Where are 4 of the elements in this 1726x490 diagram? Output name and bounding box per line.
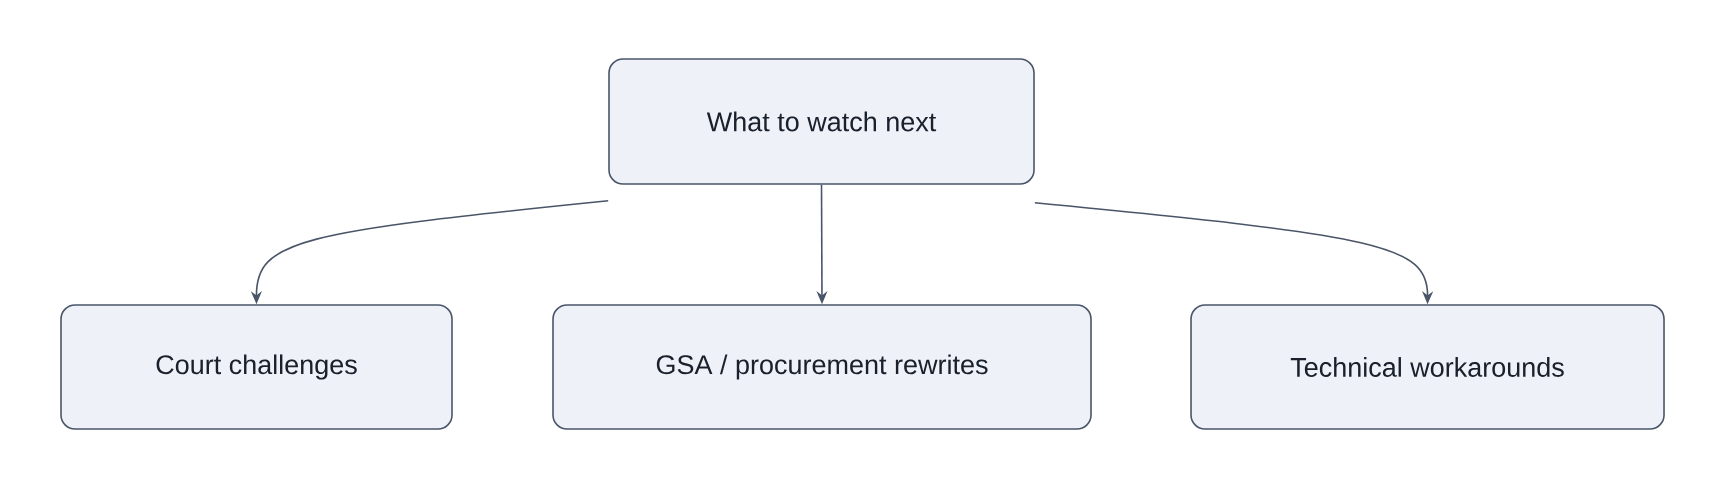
process-box: GSA / procurement rewrites [552, 304, 1092, 430]
process-box: Court challenges [60, 304, 453, 430]
process-box: What to watch next [608, 58, 1035, 185]
process-box: Technical workarounds [1190, 304, 1665, 430]
